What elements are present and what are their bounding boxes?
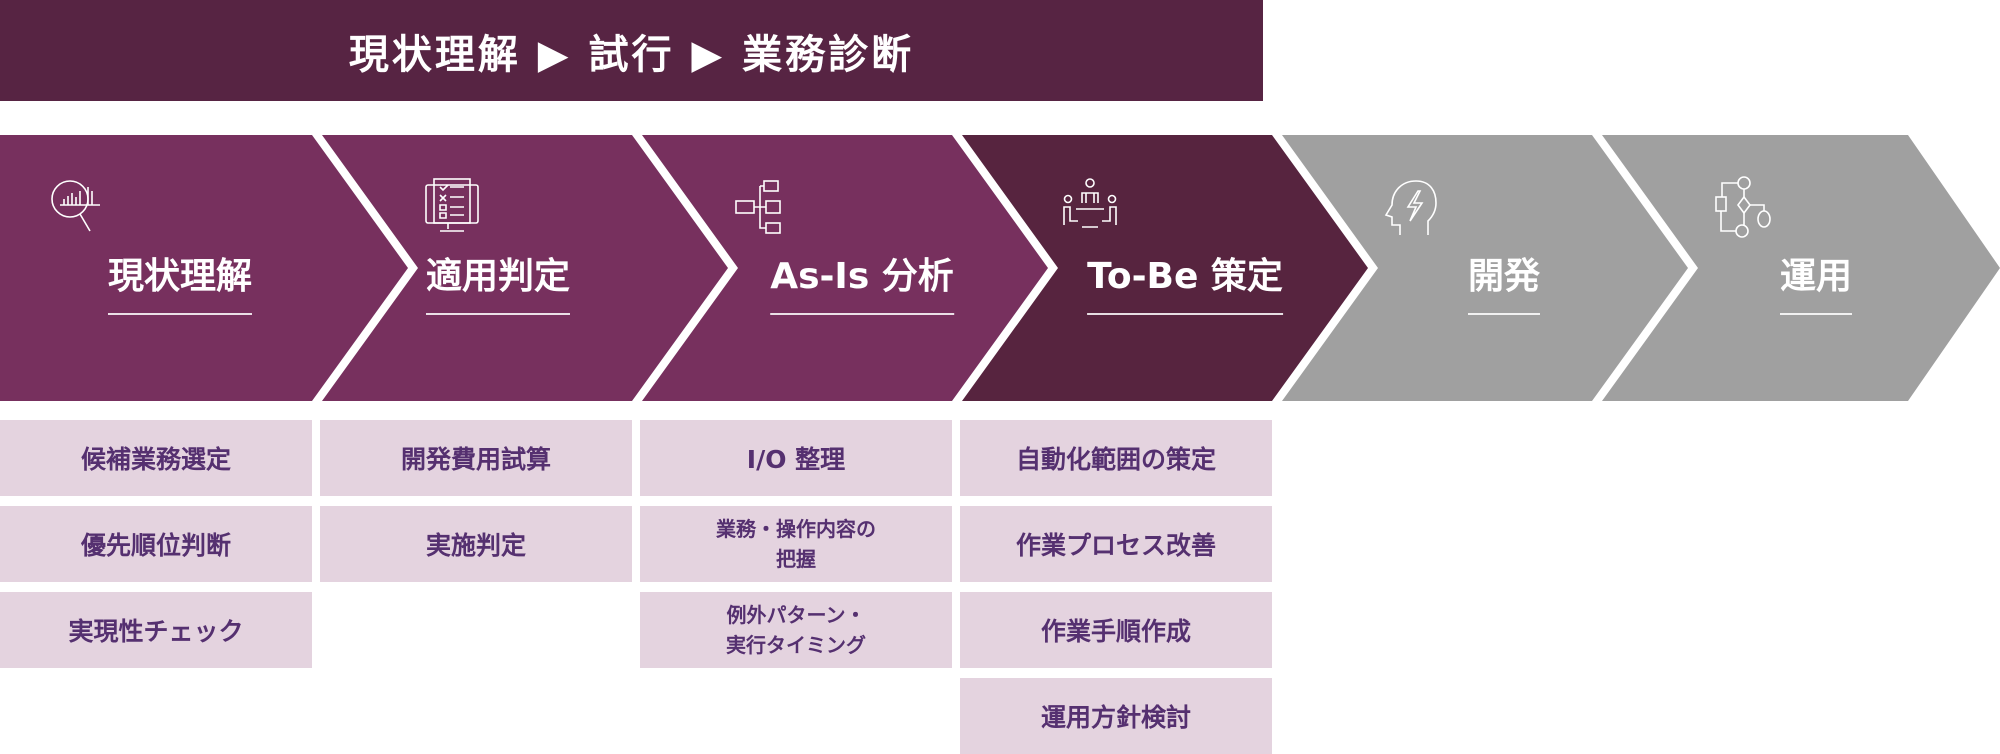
task-box: 優先順位判断 xyxy=(0,506,312,582)
stage-3: As-Is 分析 xyxy=(640,135,960,401)
stage-title: As-Is 分析 xyxy=(770,247,954,315)
task-box: 開発費用試算 xyxy=(320,420,632,496)
phase-banner: 現状理解 ▶ 試行 ▶ 業務診断 xyxy=(0,0,1263,101)
stage-title: 現状理解 xyxy=(107,247,253,315)
process-flow-icon xyxy=(1715,176,1771,238)
task-box: 実現性チェック xyxy=(0,592,312,668)
task-box: 自動化範囲の策定 xyxy=(960,420,1272,496)
task-label: 運用方針検討 xyxy=(1040,703,1191,732)
task-label: I/O 整理 xyxy=(746,445,846,474)
task-label: 候補業務選定 xyxy=(80,445,231,474)
magnifier-chart-icon xyxy=(51,180,100,232)
task-label: 実現性チェック xyxy=(68,617,244,646)
chevron-stage-6 xyxy=(1602,135,2000,401)
chevron-stage-1 xyxy=(0,135,408,401)
stage-6: 運用 xyxy=(1600,135,1920,401)
meeting-icon xyxy=(1063,178,1117,228)
chevron-stage-5 xyxy=(1282,135,1688,401)
task-box: 業務・操作内容の 把握 xyxy=(640,506,952,582)
stage-title: 運用 xyxy=(1779,247,1853,315)
chevron-stage-4 xyxy=(962,135,1368,401)
stage-5: 開発 xyxy=(1280,135,1600,401)
task-box: 実施判定 xyxy=(320,506,632,582)
task-label: 自動化範囲の策定 xyxy=(1015,445,1216,474)
task-label: 例外パターン・ 実行タイミング xyxy=(726,603,866,657)
stage-4: To-Be 策定 xyxy=(960,135,1283,401)
task-box: 作業手順作成 xyxy=(960,592,1272,668)
stage-1: 現状理解 xyxy=(0,135,320,401)
task-box: 例外パターン・ 実行タイミング xyxy=(640,592,952,668)
task-box: 作業プロセス改善 xyxy=(960,506,1272,582)
phase-banner-title: 現状理解 ▶ 試行 ▶ 業務診断 xyxy=(348,31,915,78)
task-label: 作業プロセス改善 xyxy=(1015,531,1216,560)
task-label: 業務・操作内容の 把握 xyxy=(716,517,876,571)
flowchart-icon xyxy=(735,180,781,234)
task-box: 候補業務選定 xyxy=(0,420,312,496)
stage-title: To-Be 策定 xyxy=(1087,247,1283,315)
brain-lightning-icon xyxy=(1384,180,1437,235)
chevron-stage-2 xyxy=(322,135,728,401)
stage-title: 適用判定 xyxy=(425,247,571,315)
task-label: 優先順位判断 xyxy=(80,531,231,560)
stage-title: 開発 xyxy=(1467,247,1541,315)
task-box: 運用方針検討 xyxy=(960,678,1272,754)
checklist-monitor-icon xyxy=(425,178,479,232)
task-label: 作業手順作成 xyxy=(1040,617,1191,646)
task-label: 実施判定 xyxy=(425,531,526,560)
task-box: I/O 整理 xyxy=(640,420,952,496)
stage-2: 適用判定 xyxy=(320,135,640,401)
task-label: 開発費用試算 xyxy=(400,445,551,474)
process-chevrons xyxy=(0,135,2000,401)
